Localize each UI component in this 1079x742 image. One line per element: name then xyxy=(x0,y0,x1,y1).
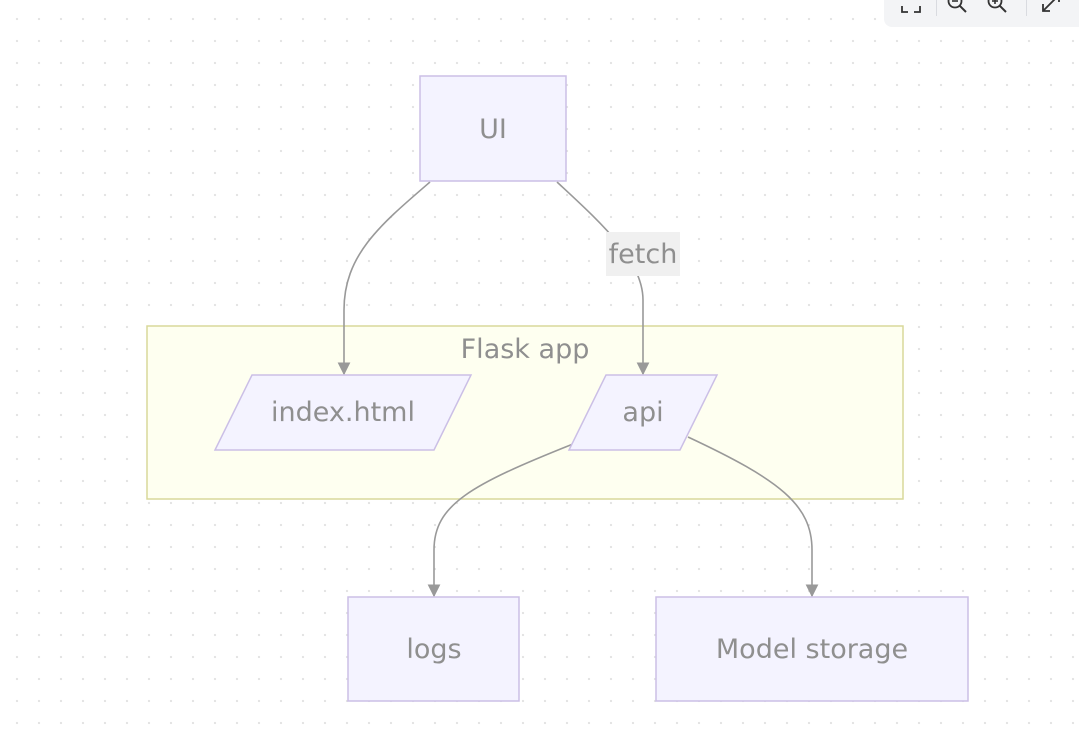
fit-screen-icon xyxy=(900,0,922,18)
zoom-in-button[interactable] xyxy=(984,0,1010,18)
edge-ui-index xyxy=(337,181,431,376)
edge-api-logs xyxy=(427,443,574,598)
zoom-in-icon xyxy=(986,0,1008,18)
node-api[interactable]: api xyxy=(567,374,719,451)
edge-api-storage xyxy=(687,436,819,598)
fit-screen-button[interactable] xyxy=(898,0,924,18)
node-label: logs xyxy=(406,634,461,665)
node-label: UI xyxy=(479,114,507,145)
expand-button[interactable] xyxy=(1038,0,1064,18)
diagram-toolbar xyxy=(884,0,1079,27)
edge-label-text: fetch xyxy=(609,239,678,270)
node-label: Model storage xyxy=(716,634,908,665)
node-logs[interactable]: logs xyxy=(347,596,520,702)
toolbar-separator xyxy=(936,0,937,16)
node-label: api xyxy=(622,397,663,428)
node-label: index.html xyxy=(271,397,415,428)
toolbar-separator xyxy=(1026,0,1027,16)
node-model-storage[interactable]: Model storage xyxy=(655,596,969,702)
zoom-out-button[interactable] xyxy=(944,0,970,18)
cluster-label: Flask app xyxy=(461,334,590,365)
expand-icon xyxy=(1040,0,1062,18)
edge-label-fetch: fetch xyxy=(606,232,680,276)
zoom-out-icon xyxy=(946,0,968,18)
node-ui[interactable]: UI xyxy=(419,75,567,182)
node-index-html[interactable]: index.html xyxy=(213,374,473,451)
